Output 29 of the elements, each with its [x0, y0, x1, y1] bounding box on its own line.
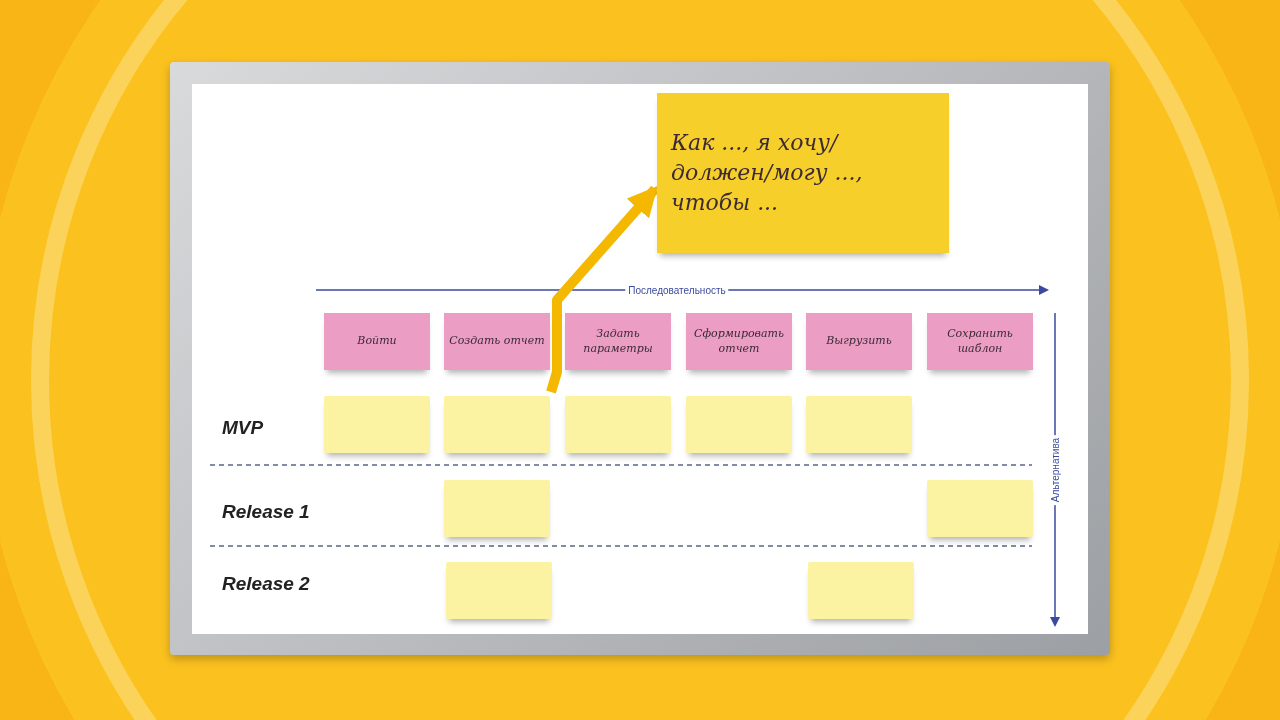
arrow — [546, 185, 659, 394]
note-text: Сформировать отчет — [693, 326, 785, 357]
sticky-note — [657, 93, 949, 253]
sticky-note — [444, 313, 550, 370]
row-label: MVP — [222, 417, 264, 439]
sticky-note — [927, 313, 1033, 370]
note-text: Войти — [357, 334, 397, 349]
note-text: Задать параметры — [582, 326, 654, 357]
note-text: Сохранить шаблон — [946, 326, 1014, 357]
sticky-note — [806, 396, 912, 453]
note-text: Выгрузить — [826, 334, 892, 349]
sticky-note — [324, 313, 430, 370]
sticky-note — [686, 313, 792, 370]
sticky-note — [927, 480, 1033, 537]
sticky-note — [446, 562, 552, 619]
axis-label: Альтернатива — [1049, 434, 1061, 506]
sticky-note — [324, 396, 430, 453]
sticky-note — [806, 313, 912, 370]
axis-label: Последовательность — [625, 284, 729, 296]
row-label: Release 2 — [222, 573, 310, 595]
row-label: Release 1 — [222, 501, 310, 523]
sticky-note — [565, 313, 671, 370]
note-text: Создать отчет — [449, 334, 545, 349]
sticky-note — [565, 396, 671, 453]
sticky-note — [444, 396, 550, 453]
sticky-note — [444, 480, 550, 537]
note-text: Как ..., я хочу/должен/могу ..., чтобы ... — [671, 129, 864, 217]
sticky-note — [686, 396, 792, 453]
sticky-note — [808, 562, 914, 619]
